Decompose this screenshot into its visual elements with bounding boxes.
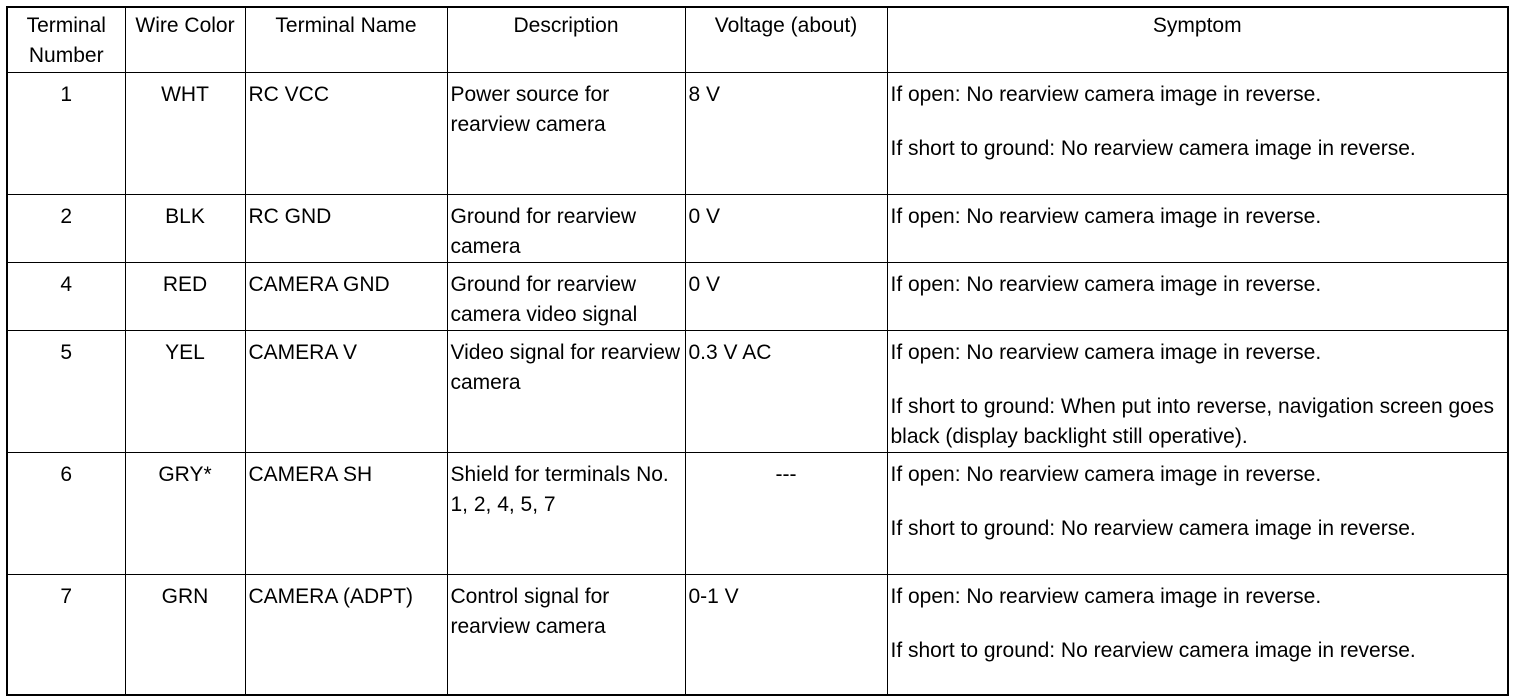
terminal-name-cell: CAMERA GND [244, 262, 448, 331]
header-voltage: Voltage (about) [684, 6, 888, 73]
symptom-cell: If open: No rearview camera image in rev… [886, 194, 1509, 263]
symptom-line: If open: No rearview camera image in rev… [890, 205, 1322, 228]
table-row: 7 GRN CAMERA (ADPT) Control signal for r… [6, 574, 1509, 695]
voltage-cell: 0 V [684, 262, 888, 331]
header-row: Terminal Number Wire Color Terminal Name… [6, 6, 1509, 73]
terminal-name-cell: CAMERA SH [244, 452, 448, 575]
wire-color-cell: RED [124, 262, 246, 331]
voltage-cell: 0-1 V [684, 574, 888, 695]
wire-color-cell: YEL [124, 330, 246, 453]
table-body: 1 WHT RC VCC Power source for rearview c… [6, 72, 1509, 695]
symptom-cell: If open: No rearview camera image in rev… [886, 452, 1509, 575]
header-terminal-name: Terminal Name [244, 6, 448, 73]
symptom-cell: If open: No rearview camera image in rev… [886, 262, 1509, 331]
symptom-line: If short to ground: When put into revers… [890, 395, 1495, 448]
table-row: 5 YEL CAMERA V Video signal for rearview… [6, 330, 1509, 453]
description-cell: Control signal for rearview camera [446, 574, 686, 695]
symptom-line: If short to ground: No rearview camera i… [890, 639, 1416, 662]
wire-color-cell: GRN [124, 574, 246, 695]
symptom-cell: If open: No rearview camera image in rev… [886, 330, 1509, 453]
wire-color-cell: GRY* [124, 452, 246, 575]
symptom-line: If open: No rearview camera image in rev… [890, 83, 1322, 106]
voltage-cell: 0.3 V AC [684, 330, 888, 453]
terminal-name-cell: CAMERA V [244, 330, 448, 453]
terminal-number-cell: 1 [6, 72, 126, 195]
description-cell: Ground for rearview camera video signal [446, 262, 686, 331]
terminal-name-cell: CAMERA (ADPT) [244, 574, 448, 695]
symptom-cell: If open: No rearview camera image in rev… [886, 574, 1509, 695]
terminal-table: Terminal Number Wire Color Terminal Name… [6, 6, 1509, 696]
header-description: Description [446, 6, 686, 73]
description-cell: Shield for terminals No. 1, 2, 4, 5, 7 [446, 452, 686, 575]
terminal-name-cell: RC GND [244, 194, 448, 263]
symptom-line: If short to ground: No rearview camera i… [890, 517, 1416, 540]
symptom-line: If short to ground: No rearview camera i… [890, 137, 1416, 160]
table-row: 4 RED CAMERA GND Ground for rearview cam… [6, 262, 1509, 331]
terminal-number-cell: 6 [6, 452, 126, 575]
symptom-line: If open: No rearview camera image in rev… [890, 463, 1322, 486]
table-header: Terminal Number Wire Color Terminal Name… [6, 6, 1509, 73]
terminal-number-cell: 2 [6, 194, 126, 263]
voltage-cell: 8 V [684, 72, 888, 195]
wire-color-cell: WHT [124, 72, 246, 195]
header-symptom: Symptom [886, 6, 1509, 73]
terminal-name-cell: RC VCC [244, 72, 448, 195]
symptom-line: If open: No rearview camera image in rev… [890, 585, 1322, 608]
table-row: 1 WHT RC VCC Power source for rearview c… [6, 72, 1509, 195]
symptom-line: If open: No rearview camera image in rev… [890, 273, 1322, 296]
terminal-number-cell: 7 [6, 574, 126, 695]
header-wire-color: Wire Color [124, 6, 246, 73]
symptom-cell: If open: No rearview camera image in rev… [886, 72, 1509, 195]
symptom-line: If open: No rearview camera image in rev… [890, 341, 1322, 364]
voltage-cell: 0 V [684, 194, 888, 263]
terminal-number-cell: 5 [6, 330, 126, 453]
table-row: 2 BLK RC GND Ground for rearview camera … [6, 194, 1509, 263]
terminal-number-cell: 4 [6, 262, 126, 331]
description-cell: Ground for rearview camera [446, 194, 686, 263]
wire-color-cell: BLK [124, 194, 246, 263]
header-terminal-number: Terminal Number [6, 6, 126, 73]
voltage-cell: --- [684, 452, 888, 575]
description-cell: Video signal for rearview camera [446, 330, 686, 453]
description-cell: Power source for rearview camera [446, 72, 686, 195]
table-row: 6 GRY* CAMERA SH Shield for terminals No… [6, 452, 1509, 575]
